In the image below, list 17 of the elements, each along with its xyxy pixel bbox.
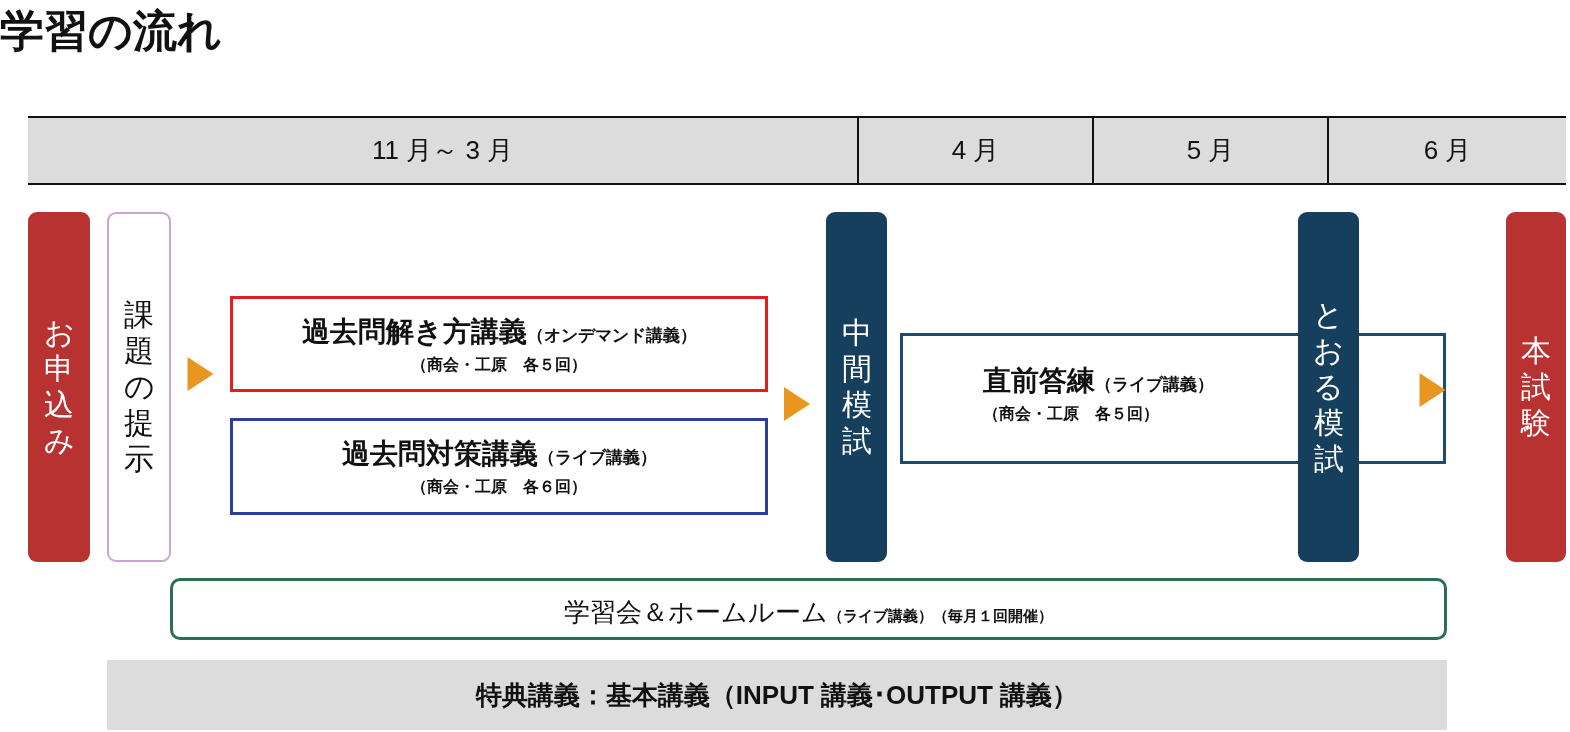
step-bar: 本試験: [1506, 212, 1566, 562]
arrow: [187, 357, 214, 391]
arrow: [784, 387, 810, 421]
header-cell: 11 月～ 3 月: [28, 116, 857, 185]
step-bar: 課題の提示: [107, 212, 171, 562]
course-box: 過去問対策講義（ライブ講義） （商会・工原 各６回）: [230, 418, 768, 515]
arrow: [1419, 373, 1446, 407]
band-box: 学習会＆ホームルーム（ライブ講義）（毎月１回開催）: [170, 578, 1447, 640]
band-box: 特典講義：基本講義（INPUT 講義･OUTPUT 講義）: [107, 660, 1447, 730]
course-box: 過去問解き方講義（オンデマンド講義） （商会・工原 各５回）: [230, 296, 768, 392]
exam-bar: 中間模試: [826, 212, 887, 562]
header-cell: 4 月: [857, 116, 1092, 185]
header-cell: 5 月: [1092, 116, 1327, 185]
step-bar: お申込み: [28, 212, 90, 562]
title: 学習の流れ: [0, 5, 222, 57]
header-cell: 6 月: [1327, 116, 1566, 185]
exam-bar: とおる模試: [1298, 212, 1359, 562]
